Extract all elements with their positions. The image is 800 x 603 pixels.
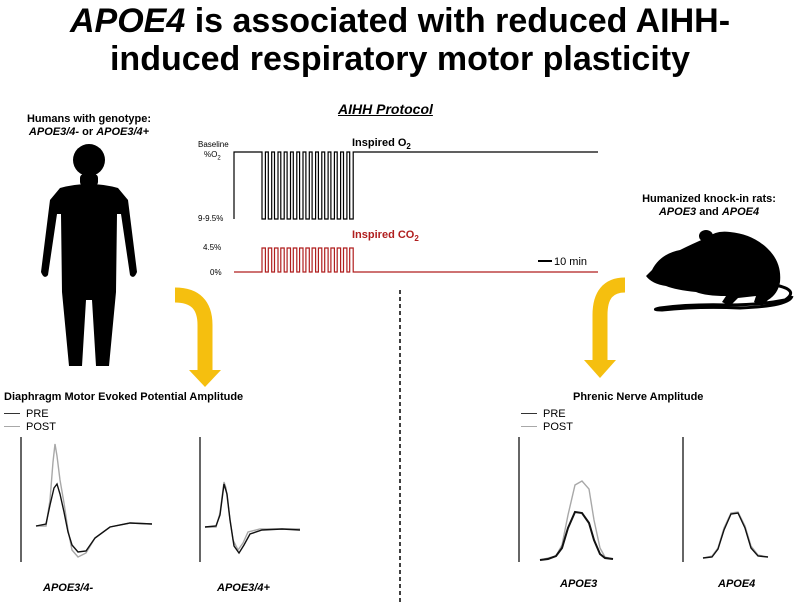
trace-apoe34-neg (20, 437, 153, 562)
human-silhouette-icon (41, 144, 137, 366)
o2-protocol-trace (233, 151, 598, 220)
o2-baseline-tick-label: Baseline %O2 (198, 140, 229, 162)
o2-low-tick-label: 9-9.5% (198, 214, 224, 223)
human-panel-title: Diaphragm Motor Evoked Potential Amplitu… (4, 391, 244, 403)
co2-protocol-trace (234, 247, 598, 273)
legend-post-swatch (4, 426, 20, 427)
human-legend: PRE POST (4, 407, 56, 433)
co2-zero-tick-label: 0% (210, 268, 222, 277)
figure-title-line2: induced respiratory motor plasticity (109, 40, 691, 78)
protocol-title: AIHH Protocol (338, 101, 433, 117)
humans-genotype-joiner: or (79, 126, 97, 138)
legend-post-swatch (521, 426, 537, 427)
rat-silhouette-icon (646, 230, 794, 312)
trace-label-apoe4: APOE4 (718, 578, 756, 590)
humans-label-line1: Humans with genotype: (26, 113, 152, 125)
human-legend-post: POST (4, 420, 56, 433)
rat-legend-post: POST (521, 420, 573, 433)
co2-high-tick-label: 4.5% (203, 243, 222, 252)
rat-legend-pre: PRE (521, 407, 573, 420)
co2-trace-label: Inspired CO2 (352, 229, 419, 244)
rats-genotype-joiner: and (696, 206, 722, 218)
post-trace (205, 481, 300, 552)
rat-panel-title: Phrenic Nerve Amplitude (573, 391, 704, 403)
legend-pre-swatch (521, 413, 537, 414)
trace-apoe34-pos (199, 437, 301, 562)
o2-trace-label: Inspired O2 (352, 137, 411, 152)
rats-label: Humanized knock-in rats: APOE3 and APOE4 (620, 193, 798, 219)
rats-genotype-b: APOE4 (721, 206, 760, 218)
curved-arrow-icon (174, 287, 221, 387)
pre-trace (35, 482, 153, 553)
figure-title-line1: APOE4 is associated with reduced AIHH- (0, 2, 800, 40)
trace-label-apoe3: APOE3 (560, 578, 598, 590)
humans-genotype-b: APOE3/4+ (96, 126, 150, 138)
rats-genotype-a: APOE3 (658, 206, 697, 218)
post-trace (36, 443, 153, 558)
trace-label-apoe34-neg: APOE3/4- (43, 582, 94, 594)
pre-trace (204, 483, 301, 555)
rat-legend: PRE POST (521, 407, 573, 433)
trace-label-apoe34-pos: APOE3/4+ (217, 582, 270, 594)
legend-pre-swatch (4, 413, 20, 414)
pre-trace (702, 512, 769, 559)
trace-apoe3 (518, 437, 614, 562)
humans-genotype-a: APOE3/4- (28, 126, 80, 138)
pre-trace (539, 510, 614, 561)
human-legend-pre: PRE (4, 407, 56, 420)
humans-label: Humans with genotype: APOE3/4- or APOE3/… (4, 113, 174, 139)
rats-label-line1: Humanized knock-in rats: (642, 193, 776, 205)
post-trace (702, 511, 769, 559)
title-line1-rest: is associated with reduced AIHH- (185, 2, 731, 40)
post-trace (539, 480, 614, 561)
trace-apoe4 (682, 437, 769, 562)
title-gene-emphasis: APOE4 (69, 2, 186, 40)
curved-arrow-icon (584, 277, 626, 378)
scale-bar-label: 10 min (554, 256, 588, 268)
aihh-protocol-plot (233, 151, 598, 273)
